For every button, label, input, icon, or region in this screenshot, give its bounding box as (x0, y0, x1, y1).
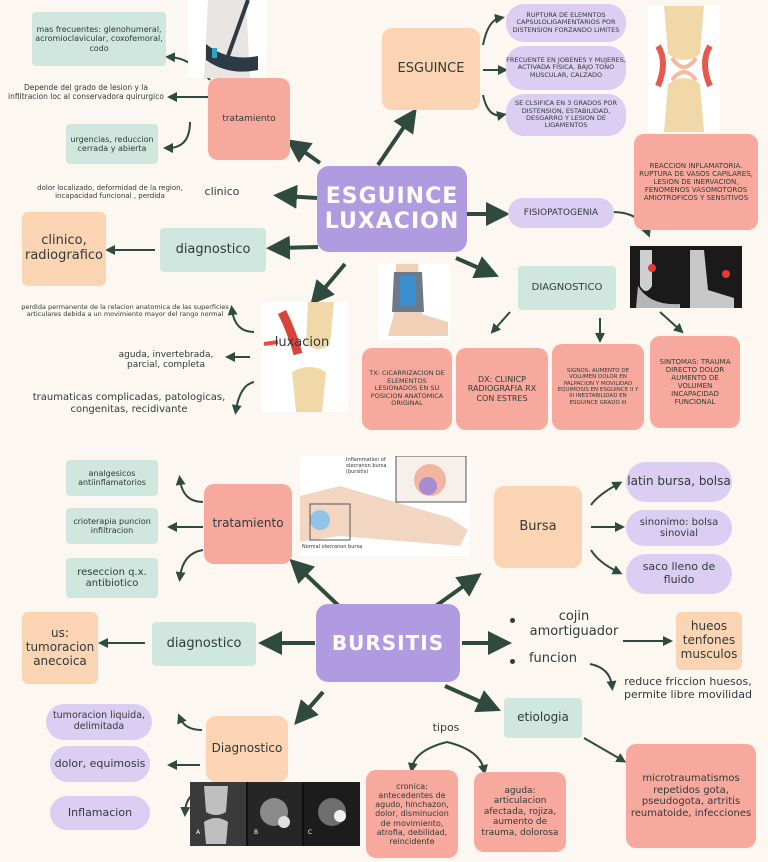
elbow-normal-label: Normal olecranon bursa (302, 544, 363, 550)
micro-box: microtraumatismos repetidos gota, pseudo… (626, 744, 756, 848)
inflamacion-pill: Inflamacion (50, 796, 150, 830)
center-bursitis: BURSITIS (316, 604, 460, 682)
arm-sling-illustration (188, 0, 266, 78)
bullet-funcion (510, 659, 515, 664)
cronica-box: cronica: antecedentes de agudo, hinchazo… (366, 770, 458, 858)
esguince-note-1: RUPTURA DE ELEMNTOS CAPSULOLIGAMENTARIOS… (506, 4, 626, 42)
bursa-latin-pill: latin bursa, bolsa (626, 462, 732, 502)
bursa-sinonimo-pill: sinonimo: bolsa sinovial (626, 510, 732, 546)
esguince-note-3: SE CLSIFICA EN 3 GRADOS POR DISTENSION, … (506, 94, 626, 136)
ankle-brace-illustration (378, 264, 450, 340)
diagnostico-esguince-box: DIAGNOSTICO (518, 266, 616, 310)
signos-box: SIGNOS: AUMENTO DE VOLUMEN DOLOR EN PALP… (552, 344, 644, 430)
ankle-xray (630, 246, 742, 308)
esguince-label: ESGUINCE (397, 60, 465, 76)
sintomas-box: SINTOMAS: TRAUMA DIRECTO DOLOR AUMENTO D… (650, 336, 740, 428)
tx-box: TX: CICARRIZACION DE ELEMENTOS LESIONADO… (362, 348, 452, 430)
xray-letter-c: C (307, 829, 313, 836)
reduce-friccion-text: reduce friccion huesos, permite libre mo… (624, 675, 752, 701)
luxacion-note-1: perdida permanente de la relacion anatom… (21, 303, 229, 319)
hueso-box: hueos tenfones musculos (676, 612, 742, 670)
fisiopatogenia-pill: FISIOPATOGENIA (508, 198, 614, 228)
bursitis-diagnostico2-box: Diagnostico (206, 716, 288, 782)
tipos-label: tipos (432, 721, 460, 734)
dolor-pill: dolor, equimosis (50, 746, 150, 782)
funcion-text: funcion (528, 651, 577, 666)
tratamiento-box: tratamiento (208, 78, 290, 160)
xray-letter-a: A (195, 829, 201, 836)
analgesicos-box: analgesicos antiinflamatorios (66, 460, 158, 496)
bullet-cojin (510, 618, 515, 623)
fisiopatogenia-description: REACCION INFLAMATORIA. RUPTURA DE VASOS … (634, 134, 758, 230)
knee-ligament-illustration (648, 6, 720, 132)
depende-text: Depende del grado de lesion y la infiltr… (8, 83, 164, 101)
urgencias-box: urgencias, reduccion cerrada y abierta (66, 124, 158, 164)
esguince-box: ESGUINCE (382, 28, 480, 110)
knee-imaging-strip (190, 782, 360, 846)
clinico-label: clinico (204, 185, 240, 198)
elbow-bursitis-illustration (300, 455, 470, 556)
aguda-box: aguda: articulacion afectada, rojiza, au… (474, 772, 566, 852)
bursa-saco-pill: saco lleno de fluido (626, 554, 732, 594)
etiologia-box: etiologia (504, 698, 582, 738)
center-title-esguince: ESGUINCE LUXACION (324, 183, 460, 234)
luxacion-note-2: aguda, invertebrada, parcial, completa (118, 350, 214, 371)
bursa-box: Bursa (494, 486, 582, 568)
cojin-text: cojin amortiguador (529, 609, 619, 639)
luxacion-note-3: traumaticas complicadas, patologicas, co… (32, 392, 226, 415)
luxacion-label: luxacion (274, 335, 330, 350)
esguince-note-2: FRECUENTE EN JOBENES Y MUJERES, ACTIVADA… (506, 46, 626, 90)
elbow-callout-label: Inflammation of olecranon bursa (bursiti… (346, 457, 387, 475)
center-esguince-luxacion: ESGUINCE LUXACION (317, 166, 467, 252)
bursitis-tratamiento-box: tratamiento (204, 484, 292, 564)
tumoracion-pill: tumoracion liquida, delimitada (46, 704, 152, 740)
clinico-radiografico-box: clinico, radiografico (22, 212, 106, 286)
diagnostico-box: diagnostico (160, 228, 266, 272)
dx-box: DX: CLINICP RADIOGRAFIA RX CON ESTRES (456, 348, 548, 430)
clinico-description: dolor localizado, deformidad de la regio… (37, 184, 183, 201)
xray-letter-b: B (253, 829, 259, 836)
bursitis-diagnostico-box: diagnostico (152, 622, 256, 666)
luxacion-joint-illustration (262, 302, 348, 412)
us-tumoracion-box: us: tumoracion anecoica (22, 612, 98, 684)
frecuentes-box: mas frecuentes: glenohumeral, acromiocla… (32, 12, 166, 66)
crioterapia-box: crioterapia puncion infiltracion (66, 508, 158, 544)
reseccion-box: reseccion q.x. antibiotico (66, 558, 158, 598)
